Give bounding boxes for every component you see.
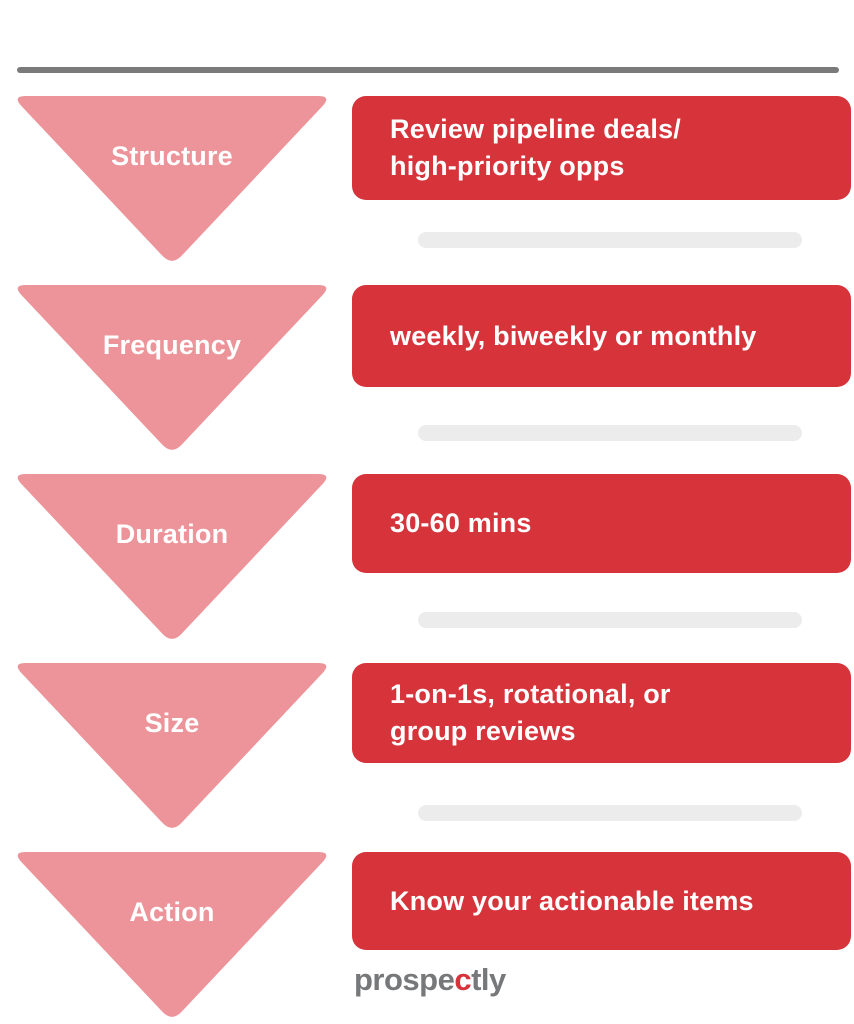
- triangle-shape: [17, 96, 327, 261]
- row-detail-box: weekly, biweekly or monthly: [352, 285, 851, 387]
- row-detail-text: weekly, biweekly or monthly: [390, 320, 757, 351]
- down-triangle-icon: [17, 663, 327, 828]
- down-triangle-icon: [17, 852, 327, 1017]
- row-detail-box: 1-on-1s, rotational, or group reviews: [352, 663, 851, 763]
- prospectly-logo: prospectly: [354, 963, 506, 997]
- funnel-row-structure: Structure Review pipeline deals/ high-pr…: [0, 96, 854, 266]
- row-detail-text: 1-on-1s, rotational, or group reviews: [390, 679, 671, 746]
- row-detail-text: Review pipeline deals/ high-priority opp…: [390, 114, 682, 181]
- row-detail-text: 30-60 mins: [390, 508, 532, 538]
- funnel-row-duration: Duration 30-60 mins: [0, 474, 854, 644]
- row-label: Duration: [115, 519, 229, 549]
- funnel-row-frequency: Frequency weekly, biweekly or monthly: [0, 285, 854, 455]
- logo-text-part2: tly: [471, 962, 506, 997]
- row-detail-box: 30-60 mins: [352, 474, 851, 573]
- row-label: Frequency: [102, 330, 242, 360]
- connector-pill: [418, 805, 802, 821]
- down-triangle-icon: [17, 474, 327, 639]
- funnel-row-action: Action Know your actionable items: [0, 852, 854, 1022]
- row-label: Size: [144, 708, 200, 738]
- logo-accent-letter: c: [454, 962, 472, 997]
- row-detail-text: Know your actionable items: [390, 885, 754, 916]
- funnel-row-size: Size 1-on-1s, rotational, or group revie…: [0, 663, 854, 833]
- triangle-shape: [17, 285, 327, 450]
- logo-text-part1: prospe: [354, 962, 455, 997]
- connector-pill: [418, 425, 802, 441]
- connector-pill: [418, 232, 802, 248]
- row-label: Action: [129, 897, 215, 927]
- row-detail-box: Know your actionable items: [352, 852, 851, 950]
- triangle-shape: [17, 663, 327, 828]
- connector-pill: [418, 612, 802, 628]
- row-label: Structure: [111, 141, 233, 171]
- down-triangle-icon: [17, 96, 327, 261]
- triangle-shape: [17, 474, 327, 639]
- triangle-shape: [17, 852, 327, 1017]
- row-detail-box: Review pipeline deals/ high-priority opp…: [352, 96, 851, 200]
- down-triangle-icon: [17, 285, 327, 450]
- top-divider-line: [17, 67, 839, 73]
